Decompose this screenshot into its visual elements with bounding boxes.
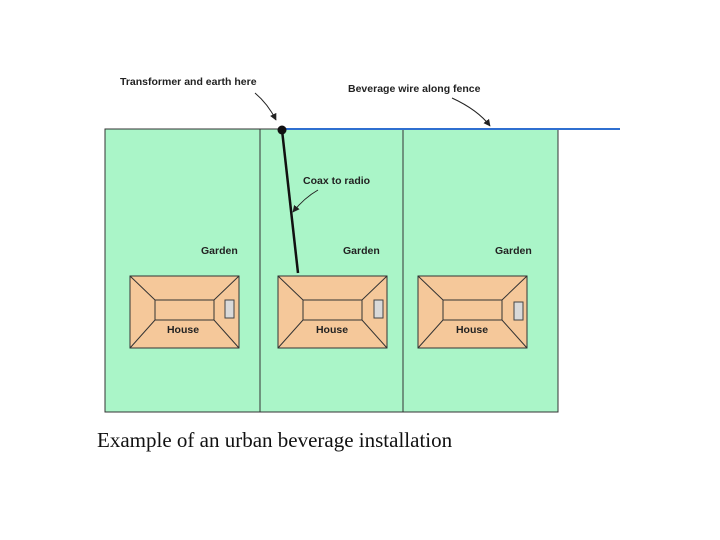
house-3: House xyxy=(417,275,528,349)
garden-plot-1 xyxy=(104,128,261,413)
figure-caption: Example of an urban beverage installatio… xyxy=(97,428,453,452)
transformer-arrow xyxy=(254,92,277,121)
coax-cable xyxy=(280,129,300,274)
radio-box xyxy=(224,299,235,319)
house-label: House xyxy=(167,324,199,336)
transformer-label: Transformer and earth here xyxy=(120,76,257,88)
garden-label: Garden xyxy=(343,245,380,257)
garden-plot-2 xyxy=(259,128,404,413)
radio-box xyxy=(513,301,524,321)
house-label: House xyxy=(456,324,488,336)
house-1: House xyxy=(129,275,240,349)
radio-box xyxy=(373,299,384,319)
beverage-wire-label: Beverage wire along fence xyxy=(348,83,481,95)
garden-plot-3 xyxy=(402,128,559,413)
beverage-wire-arrow xyxy=(451,97,491,127)
garden-label: Garden xyxy=(201,245,238,257)
house-2: House xyxy=(277,275,388,349)
house-label: House xyxy=(316,324,348,336)
garden-label: Garden xyxy=(495,245,532,257)
coax-arrow xyxy=(292,189,319,213)
coax-label: Coax to radio xyxy=(303,175,370,187)
